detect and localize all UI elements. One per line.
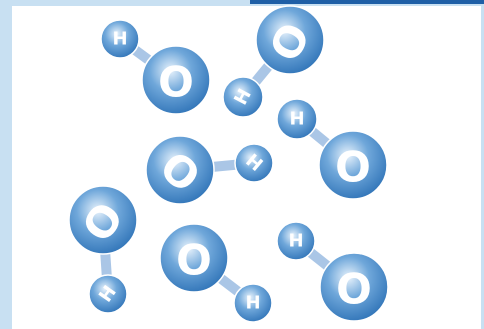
- oxygen-atom: O: [319, 252, 389, 322]
- water-molecule: O H: [145, 135, 274, 205]
- oxygen-atom: O: [141, 45, 211, 115]
- water-molecule: O H: [159, 223, 273, 323]
- left-frame-border: [0, 0, 12, 329]
- top-accent-stripe: [250, 0, 484, 4]
- svg-text:O: O: [176, 236, 212, 285]
- oxygen-atom: O: [145, 135, 215, 205]
- hydrogen-atom: H: [100, 19, 140, 59]
- svg-text:H: H: [288, 231, 303, 252]
- hydrogen-atom: H: [222, 76, 264, 118]
- hydrogen-atom: H: [233, 283, 273, 323]
- right-frame-border: [481, 0, 484, 329]
- water-molecule: O H: [222, 5, 325, 118]
- svg-text:H: H: [245, 293, 260, 314]
- oxygen-atom: O: [255, 5, 325, 75]
- svg-text:H: H: [289, 109, 304, 130]
- hydrogen-atom: H: [88, 274, 128, 314]
- top-frame-border: [0, 0, 484, 6]
- water-molecule: H O: [276, 98, 388, 200]
- water-molecule: H O: [100, 19, 211, 115]
- oxygen-atom: O: [68, 185, 138, 255]
- oxygen-atom: O: [318, 130, 388, 200]
- svg-text:O: O: [336, 265, 372, 314]
- hydrogen-atom: H: [234, 143, 274, 183]
- svg-text:O: O: [335, 143, 371, 192]
- water-molecule: H O: [276, 221, 389, 322]
- svg-text:H: H: [112, 29, 127, 50]
- hydrogen-atom: H: [276, 98, 318, 140]
- oxygen-atom: O: [159, 223, 229, 293]
- svg-text:O: O: [158, 58, 194, 107]
- hydrogen-atom: H: [276, 221, 316, 261]
- water-molecule: O H: [68, 185, 138, 314]
